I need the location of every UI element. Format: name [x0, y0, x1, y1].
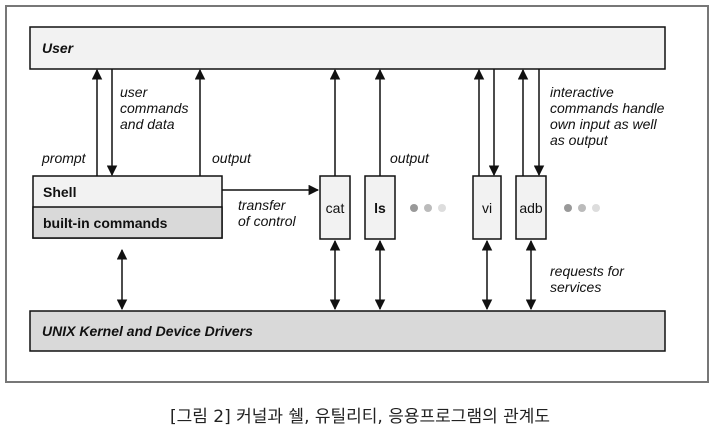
- transfer-label: transfer of control: [238, 197, 296, 229]
- vi-label: vi: [482, 200, 492, 216]
- output-label-mid: output: [390, 150, 430, 166]
- ellipsis-dot: [424, 204, 432, 212]
- kernel-label: UNIX Kernel and Device Drivers: [42, 323, 253, 339]
- vi-box: [472, 175, 502, 240]
- ellipsis-dot: [438, 204, 446, 212]
- ellipsis-dot: [592, 204, 600, 212]
- prompt-label: prompt: [41, 150, 87, 166]
- requests-label: requests for services: [550, 263, 628, 295]
- interactive-label: interactive commands handle own input as…: [550, 84, 668, 148]
- adb-label: adb: [519, 200, 543, 216]
- architecture-diagram: User UNIX Kernel and Device Drivers Shel…: [5, 5, 709, 383]
- adb-box: [515, 175, 547, 240]
- builtin-commands-section: [32, 206, 223, 239]
- ls-box: [364, 175, 396, 240]
- user-commands-label: user commands and data: [120, 84, 192, 132]
- ls-label: ls: [374, 200, 386, 216]
- figure-caption: [그림 2] 커널과 쉘, 유틸리티, 응용프로그램의 관계도: [169, 407, 551, 427]
- builtin-commands-label: built-in commands: [43, 215, 168, 231]
- user-bar: [29, 26, 666, 70]
- user-label: User: [42, 40, 75, 56]
- output-label-left: output: [212, 150, 252, 166]
- ellipsis-dot: [578, 204, 586, 212]
- shell-label: Shell: [43, 184, 76, 200]
- kernel-bar: [29, 310, 666, 352]
- ellipsis-dot: [564, 204, 572, 212]
- cat-label: cat: [326, 200, 345, 216]
- ellipsis-dot: [410, 204, 418, 212]
